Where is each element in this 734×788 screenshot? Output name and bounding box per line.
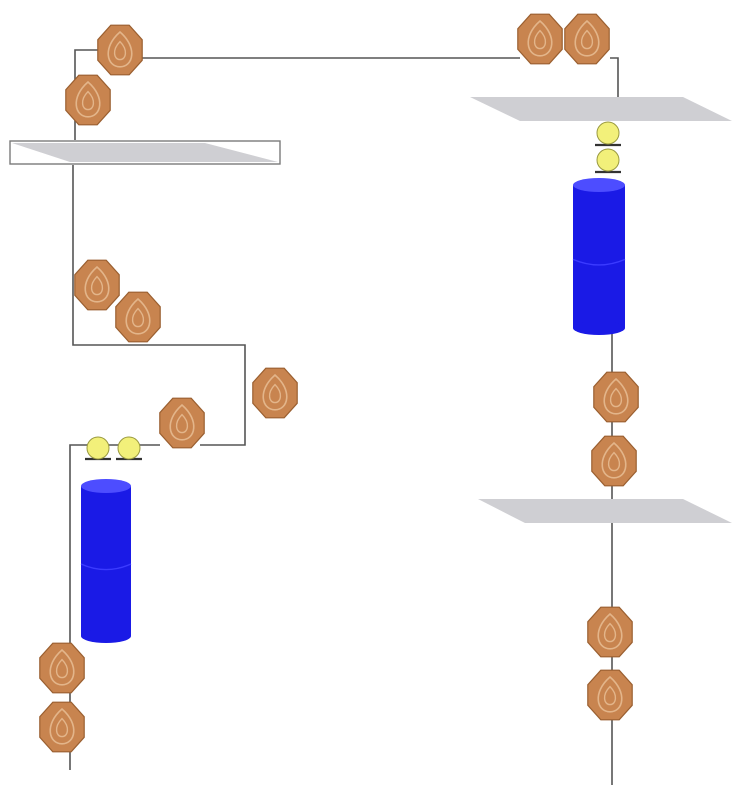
ball-left-1 — [85, 436, 111, 461]
right-plate-lower — [478, 499, 732, 523]
bead-left-mid-2 — [115, 291, 161, 343]
right-plate-upper — [470, 97, 732, 121]
left-upper-strand — [72, 165, 246, 446]
bead-left-top-1 — [97, 24, 143, 76]
cylinder-left — [80, 479, 132, 643]
bead-left-bottom-2 — [39, 701, 85, 753]
left-top-strand — [74, 49, 520, 140]
bead-left-bottom-1 — [39, 642, 85, 694]
right-top-strand — [610, 57, 619, 105]
bead-right-mid-2 — [591, 435, 637, 487]
right-assembly — [470, 13, 732, 785]
ball-right-2 — [595, 148, 621, 174]
ball-left-2 — [116, 436, 142, 461]
left-assembly — [9, 24, 520, 770]
bead-left-mid-4 — [159, 397, 205, 449]
bead-right-top-2 — [564, 13, 610, 65]
left-plate — [9, 140, 281, 165]
bead-right-mid-1 — [593, 371, 639, 423]
bead-left-mid-1 — [74, 259, 120, 311]
bead-left-mid-3 — [252, 367, 298, 419]
ball-right-1 — [595, 121, 621, 147]
cylinder-right — [572, 178, 626, 335]
bead-right-bottom-1 — [587, 606, 633, 658]
bead-left-top-2 — [65, 74, 111, 126]
bead-right-top-1 — [517, 13, 563, 65]
bead-right-bottom-2 — [587, 669, 633, 721]
